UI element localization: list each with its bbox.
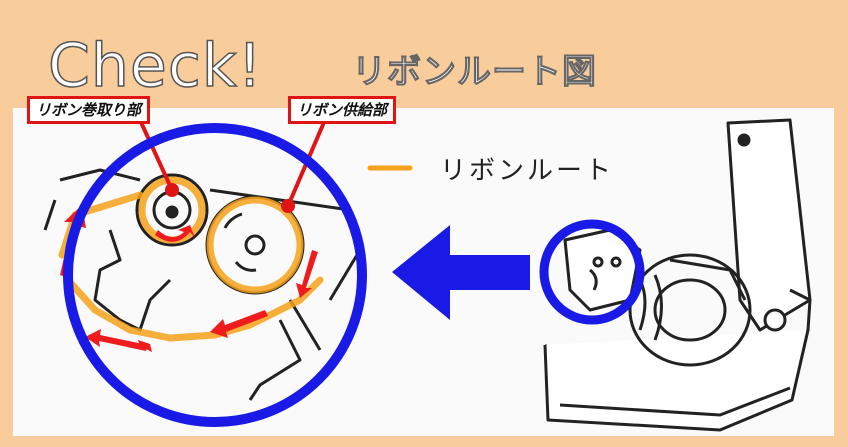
- callout-leaders: [138, 119, 327, 213]
- callout-supply: リボン供給部: [288, 96, 397, 124]
- legend-label: リボンルート: [440, 156, 615, 186]
- printer-illustration: [543, 118, 812, 432]
- callout-takeup: リボン巻取り部: [27, 96, 151, 124]
- zoom-detail-circle: [63, 123, 367, 427]
- check-heading: Check!: [47, 31, 263, 101]
- page-title: リボンルート図: [352, 52, 597, 93]
- ribbon-route-path: [58, 176, 324, 342]
- zoom-source-circle: [539, 219, 645, 325]
- zoom-arrow: [392, 225, 530, 320]
